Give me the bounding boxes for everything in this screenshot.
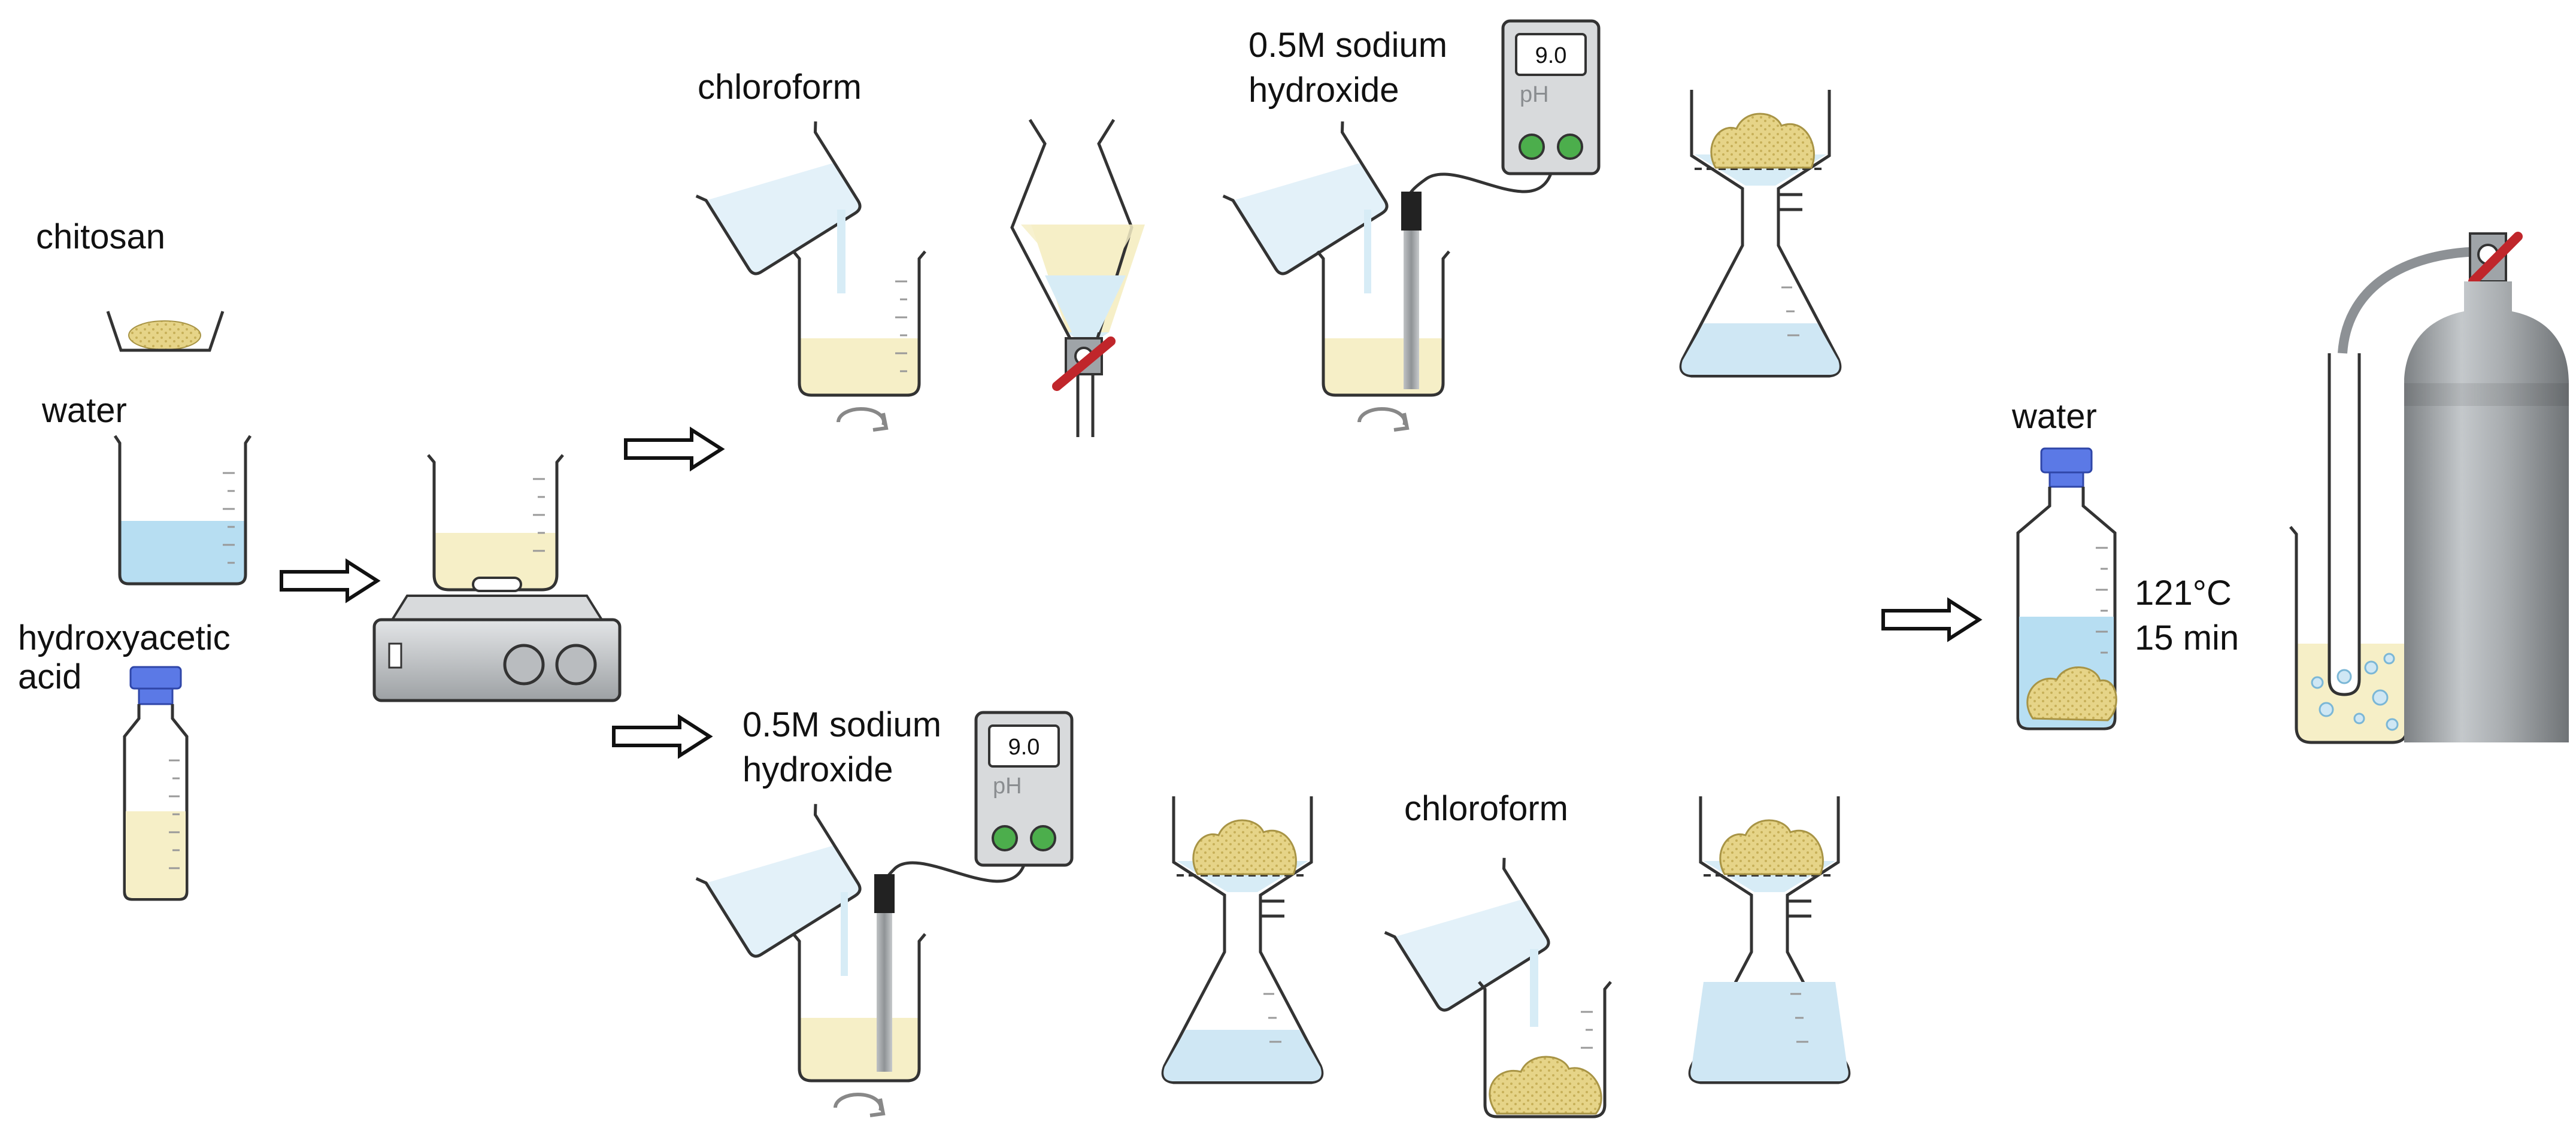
label-acid-line-2: acid <box>18 657 81 696</box>
label-acid-line-1: hydroxyacetic <box>18 618 231 657</box>
reagent-bottle-icon-acid <box>123 666 189 901</box>
label-chitosan: chitosan <box>36 217 165 256</box>
buchner-flask-icon-bottom-1 <box>1161 796 1324 1084</box>
buchner-flask-icon-bottom-2 <box>1688 796 1851 1084</box>
arrow-icon-1 <box>280 558 381 604</box>
label-top-naoh-line-2: hydroxide <box>1248 71 1399 110</box>
reagent-bottle-icon-final <box>2016 447 2117 730</box>
label-bottom-chloroform: chloroform <box>1404 789 1568 828</box>
ph-unit-top: pH <box>1520 82 1549 107</box>
arrow-icon-3 <box>612 714 713 759</box>
label-top-naoh: 0.5M sodium hydroxide <box>1248 26 1457 110</box>
ph-meter-icon-top: 9.0 pH <box>1501 19 1601 175</box>
buchner-flask-icon-top <box>1679 90 1842 378</box>
petri-dish-icon <box>106 311 225 352</box>
label-top-naoh-line-1: 0.5M sodium <box>1248 26 1447 65</box>
top-pour-step <box>695 121 926 432</box>
ph-reading-top: 9.0 <box>1535 43 1567 68</box>
ph-reading-bottom: 9.0 <box>1008 735 1040 760</box>
bottom-chloroform-step <box>1384 857 1612 1118</box>
label-water: water <box>41 391 127 430</box>
gas-cylinder-icon <box>2404 232 2569 742</box>
separatory-funnel-icon <box>1010 119 1145 437</box>
bottom-ph-step <box>695 804 926 1117</box>
label-bottom-naoh-line-1: 0.5M sodium <box>743 705 941 744</box>
beaker-icon-water <box>113 435 252 586</box>
arrow-icon-2 <box>624 426 725 472</box>
ph-meter-icon-bottom: 9.0 pH <box>974 711 1074 867</box>
label-top-chloroform: chloroform <box>698 68 862 107</box>
label-hydroxyacetic-acid: hydroxyacetic acid <box>18 618 240 696</box>
label-temperature: 121°C <box>2135 574 2232 613</box>
top-ph-step <box>1222 121 1450 432</box>
magnetic-stirrer-icon <box>372 454 622 702</box>
ph-unit-bottom: pH <box>993 774 1022 799</box>
label-bottom-naoh: 0.5M sodium hydroxide <box>743 705 951 789</box>
label-time: 15 min <box>2135 618 2239 657</box>
gas-bubbling-beaker <box>2289 247 2486 744</box>
label-bottom-naoh-line-2: hydroxide <box>743 750 893 789</box>
arrow-icon-4 <box>1881 597 1983 642</box>
label-final-water: water <box>2011 397 2097 436</box>
